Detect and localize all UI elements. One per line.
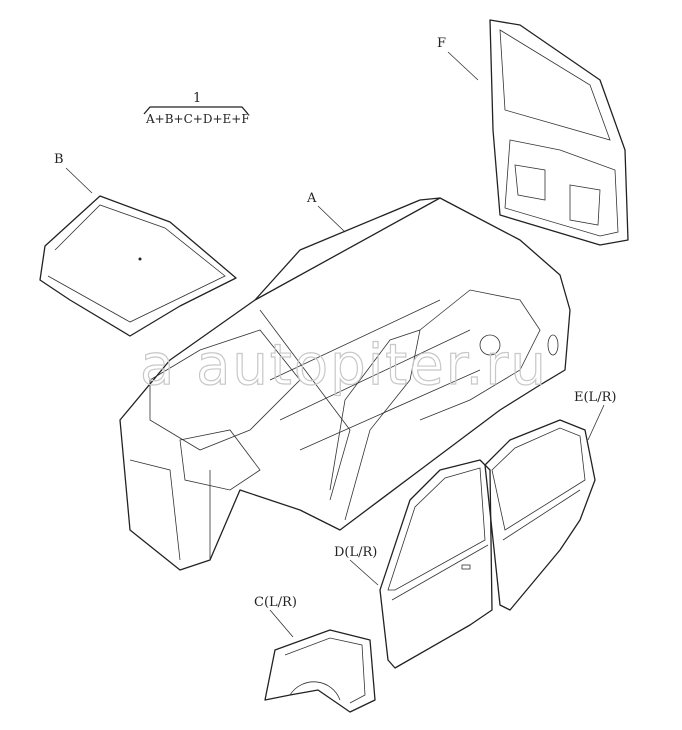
leader-a	[317, 205, 346, 233]
body-shell-part-a	[119, 197, 571, 571]
callout-d: D(L/R)	[334, 545, 378, 560]
rear-door-part-e	[484, 419, 596, 611]
hood-part-b	[39, 195, 237, 337]
tailgate-part-f	[489, 19, 629, 246]
leader-f	[447, 51, 479, 81]
fender-part-c	[264, 629, 376, 713]
watermark: a autopiter.ru	[139, 332, 548, 398]
assembly-number: 1	[193, 91, 202, 106]
leader-d	[349, 559, 379, 586]
leader-e	[587, 404, 605, 441]
front-door-part-d	[379, 459, 493, 669]
callout-f: F	[437, 36, 447, 51]
callout-e: E(L/R)	[574, 390, 617, 405]
callout-c: C(L/R)	[254, 595, 297, 610]
callout-a: A	[307, 191, 317, 206]
callout-b: B	[54, 152, 64, 167]
assembly-formula: A+B+C+D+E+F	[146, 112, 250, 126]
leader-c	[269, 609, 294, 638]
assembly-bracket	[143, 106, 249, 115]
leader-b	[65, 167, 93, 194]
